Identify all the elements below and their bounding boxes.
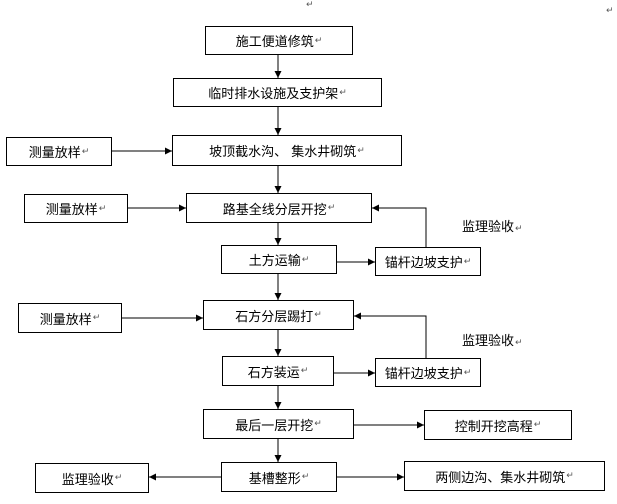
arrow-anchor2-feedback	[354, 312, 427, 358]
side-ditches-box: 两侧边沟、集水井砌筑↵	[404, 461, 605, 491]
step-rock-loading: 石方装运↵	[222, 356, 334, 386]
side-ditches-label: 两侧边沟、集水井砌筑	[435, 470, 566, 486]
step-earth-transport: 土方运输↵	[221, 245, 337, 274]
control-elevation-box: 控制开挖高程↵	[424, 410, 572, 440]
step-top-ditch-label: 坡顶截水沟、 集水井砌筑	[209, 145, 357, 160]
step-construction-road: 施工便道修筑↵	[205, 26, 353, 55]
anchor-slope-support-1-label: 锚杆边坡支护	[384, 256, 463, 271]
step-trench-shaping: 基槽整形↵	[221, 462, 337, 492]
step-earth-transport-label: 土方运输	[248, 254, 301, 269]
step-layered-excavation-label: 路基全线分层开挖	[222, 202, 327, 218]
paragraph-mark-top: ↵	[306, 0, 314, 10]
step-layered-excavation: 路基全线分层开挖↵	[186, 193, 372, 223]
step-trench-shaping-label: 基槽整形	[248, 471, 301, 487]
survey-box-3: 测量放样↵	[18, 303, 122, 333]
anchor-slope-support-2: 锚杆边坡支护↵	[375, 358, 481, 387]
supervision-final-label: 监理验收	[61, 472, 114, 488]
step-rock-blasting-label: 石方分层踢打	[235, 309, 314, 325]
anchor-slope-support-2-label: 锚杆边坡支护	[384, 367, 463, 382]
anchor-slope-support-1: 锚杆边坡支护↵	[375, 247, 481, 276]
paragraph-mark-right: ↵	[606, 6, 614, 16]
supervision-label-2: 监理验收↵	[462, 334, 523, 349]
step-rock-blasting: 石方分层踢打↵	[203, 300, 354, 330]
step-final-layer: 最后一层开挖↵	[203, 409, 354, 439]
survey-box-1: 测量放样↵	[6, 137, 112, 166]
survey-box-1-label: 测量放样	[28, 146, 81, 161]
step-temporary-drainage: 临时排水设施及支护架↵	[173, 78, 382, 107]
control-elevation-label: 控制开挖高程	[454, 419, 533, 435]
survey-box-2-label: 测量放样	[45, 203, 98, 218]
step-top-ditch: 坡顶截水沟、 集水井砌筑↵	[172, 135, 402, 166]
step-rock-loading-label: 石方装运	[247, 365, 300, 381]
step-construction-road-label: 施工便道修筑	[235, 35, 314, 50]
step-final-layer-label: 最后一层开挖	[235, 418, 314, 434]
supervision-final-box: 监理验收↵	[35, 463, 149, 493]
survey-box-3-label: 测量放样	[39, 312, 92, 328]
arrow-anchor1-feedback	[372, 204, 427, 247]
survey-box-2: 测量放样↵	[24, 194, 128, 223]
step-temporary-drainage-label: 临时排水设施及支护架	[208, 87, 339, 102]
supervision-label-1: 监理验收↵	[462, 220, 523, 235]
